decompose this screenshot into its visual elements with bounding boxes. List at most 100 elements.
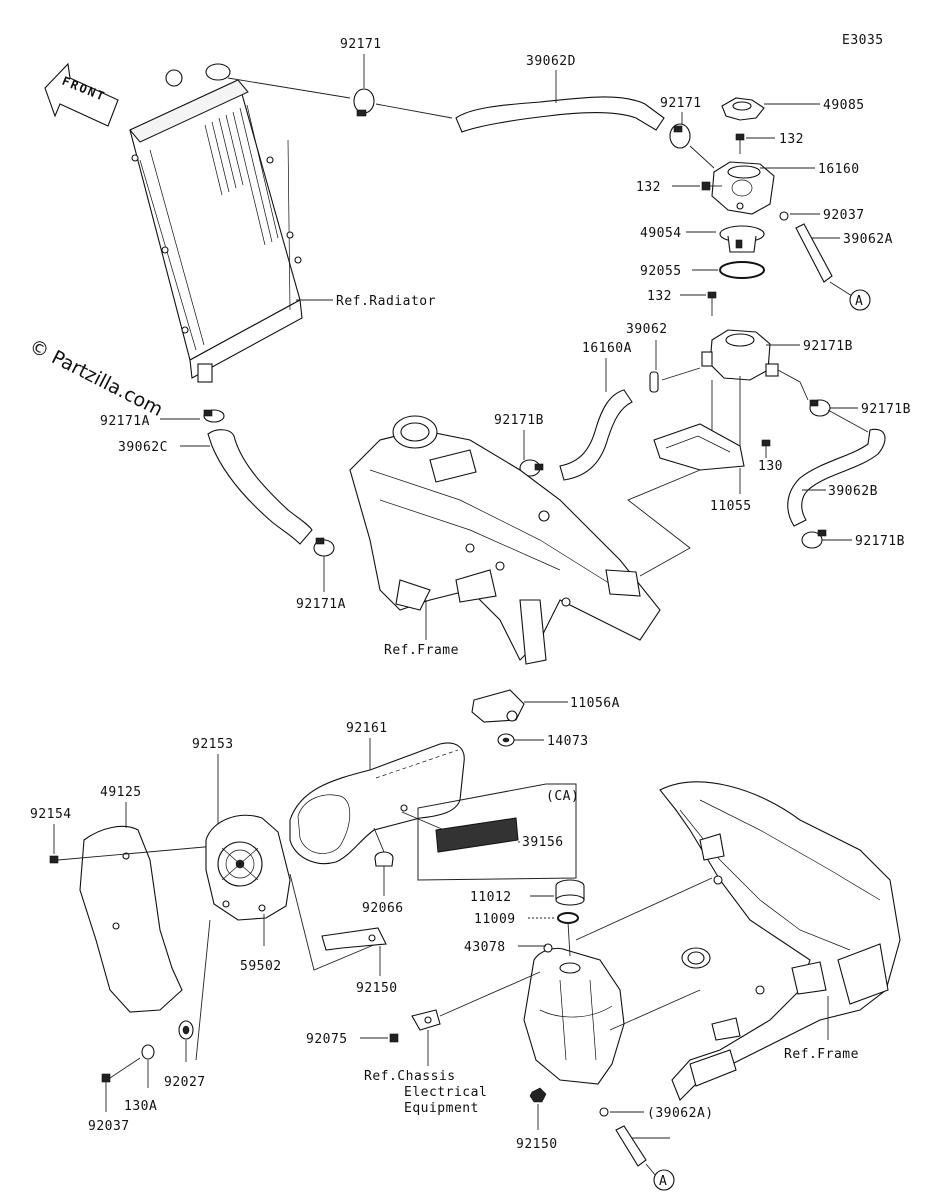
ref-chassis-1: Ref.Chassis [364,1069,456,1084]
clip-icon [599,1107,609,1117]
label-92171A-b: 92171A [296,597,346,612]
label-49054: 49054 [640,226,682,241]
label-59502: 59502 [240,959,282,974]
gasket-11009-icon [557,912,579,924]
label-43078: 43078 [464,940,506,955]
label-39062A: 39062A [843,232,893,247]
ref-a-top: A [855,294,863,309]
frame-icon [349,415,661,665]
grommet-icon [374,851,394,867]
grommet-icon [497,733,515,747]
bolt-icon [49,855,59,864]
bracket-icon [653,423,745,471]
hose-39062D-icon [455,96,665,133]
radiator-icon [129,63,303,383]
label-49085: 49085 [823,98,865,113]
bracket-icon [471,689,525,723]
bracket-icon [321,927,387,951]
label-92153: 92153 [192,737,234,752]
clamp-icon [353,88,375,117]
label-92055: 92055 [640,264,682,279]
thermostat-icon [719,225,765,253]
label-39062D: 39062D [526,54,576,69]
label-132-c: 132 [647,289,672,304]
label-16160A: 92171B [803,339,853,354]
label-11012: 11012 [470,890,512,905]
label-132-a: 132 [779,132,804,147]
label-11009: 11009 [474,912,516,927]
label-92161: 14073 [547,734,589,749]
label-92037-b: (39062A) [647,1106,714,1121]
label-16160: 16160 [818,162,860,177]
label-92171B-c: 92171B [861,402,911,417]
shroud-49125-icon [79,825,183,1013]
diagram-code: E3035 [842,33,884,48]
label-92150-a: 92075 [306,1032,348,1047]
grommet-icon [178,1020,194,1040]
label-14073: 92161 [346,721,388,736]
hose-39062C-icon [207,429,313,545]
label-92171-right: 92171 [660,96,702,111]
label-49125: 49125 [100,785,142,800]
clamp-icon [203,409,225,423]
label-92037-a: 92037 [823,208,865,223]
label-39062C: 39062C [118,440,168,455]
clamp-icon [313,537,335,557]
ref-chassis-3: Equipment [404,1101,479,1116]
bolt-icon [701,181,722,191]
label-92171A-a: 92171A [100,414,150,429]
label-130: 130 [758,459,783,474]
label-92150-b: 92150 [516,1137,558,1152]
collar-icon [141,1044,155,1060]
label-132-b: 132 [636,180,661,195]
hose-39062A-icon [795,223,833,283]
o-ring-icon [719,261,765,279]
reservoir-tank-icon [523,943,625,1085]
label-11056A: 11056A [570,696,620,711]
clamp-icon [519,459,544,477]
label-92027: 130A [124,1099,157,1114]
bolt-icon [101,1057,141,1083]
ref-chassis-2: Electrical [404,1085,487,1100]
ref-circle-a-top [849,289,871,311]
ref-frame-bottom: Ref.Frame [784,1047,859,1062]
ref-a-bottom: A [659,1174,667,1189]
label-11056: 92150 [356,981,398,996]
fan-shroud-59502-icon [205,814,291,921]
radiator-cap-icon [721,97,765,121]
nut-icon [529,1087,547,1103]
clamp-icon [801,529,827,549]
front-arrow-icon: FRONT [44,62,119,127]
label-130A: 92037 [88,1119,130,1134]
cap-11012-icon [555,879,585,906]
frame-bottom-icon [659,781,901,1101]
watermark: © Partzilla.com [26,335,167,421]
label-92171-top: 92171 [340,37,382,52]
label-92171B-d: 92171B [855,534,905,549]
hose-39062A-lower-icon [615,1125,647,1167]
thermostat-case-icon [701,329,779,381]
clamp-icon [669,123,691,149]
ca-box [417,783,577,881]
hose-39062-icon [559,389,633,481]
ref-circle-a-bottom [653,1169,675,1191]
clip-icon [779,211,789,221]
ca-label: (CA) [546,789,579,804]
label-92154: 92154 [30,807,72,822]
label-92171B-b: 92171B [494,413,544,428]
label-92075: 92027 [164,1075,206,1090]
label-39156: 39156 [522,835,564,850]
ref-frame-top: Ref.Frame [384,643,459,658]
bracket-icon [411,1009,441,1031]
label-11055: 11055 [710,499,752,514]
bolt-icon [389,1033,399,1043]
label-39062B: 39062B [828,484,878,499]
clamp-icon [809,399,831,417]
bolt-icon [761,439,771,456]
bolt-icon [735,133,745,154]
hose-39062B-icon [787,428,886,527]
label-92171B-a: 39062 [626,322,668,337]
bolt-icon [707,291,717,316]
